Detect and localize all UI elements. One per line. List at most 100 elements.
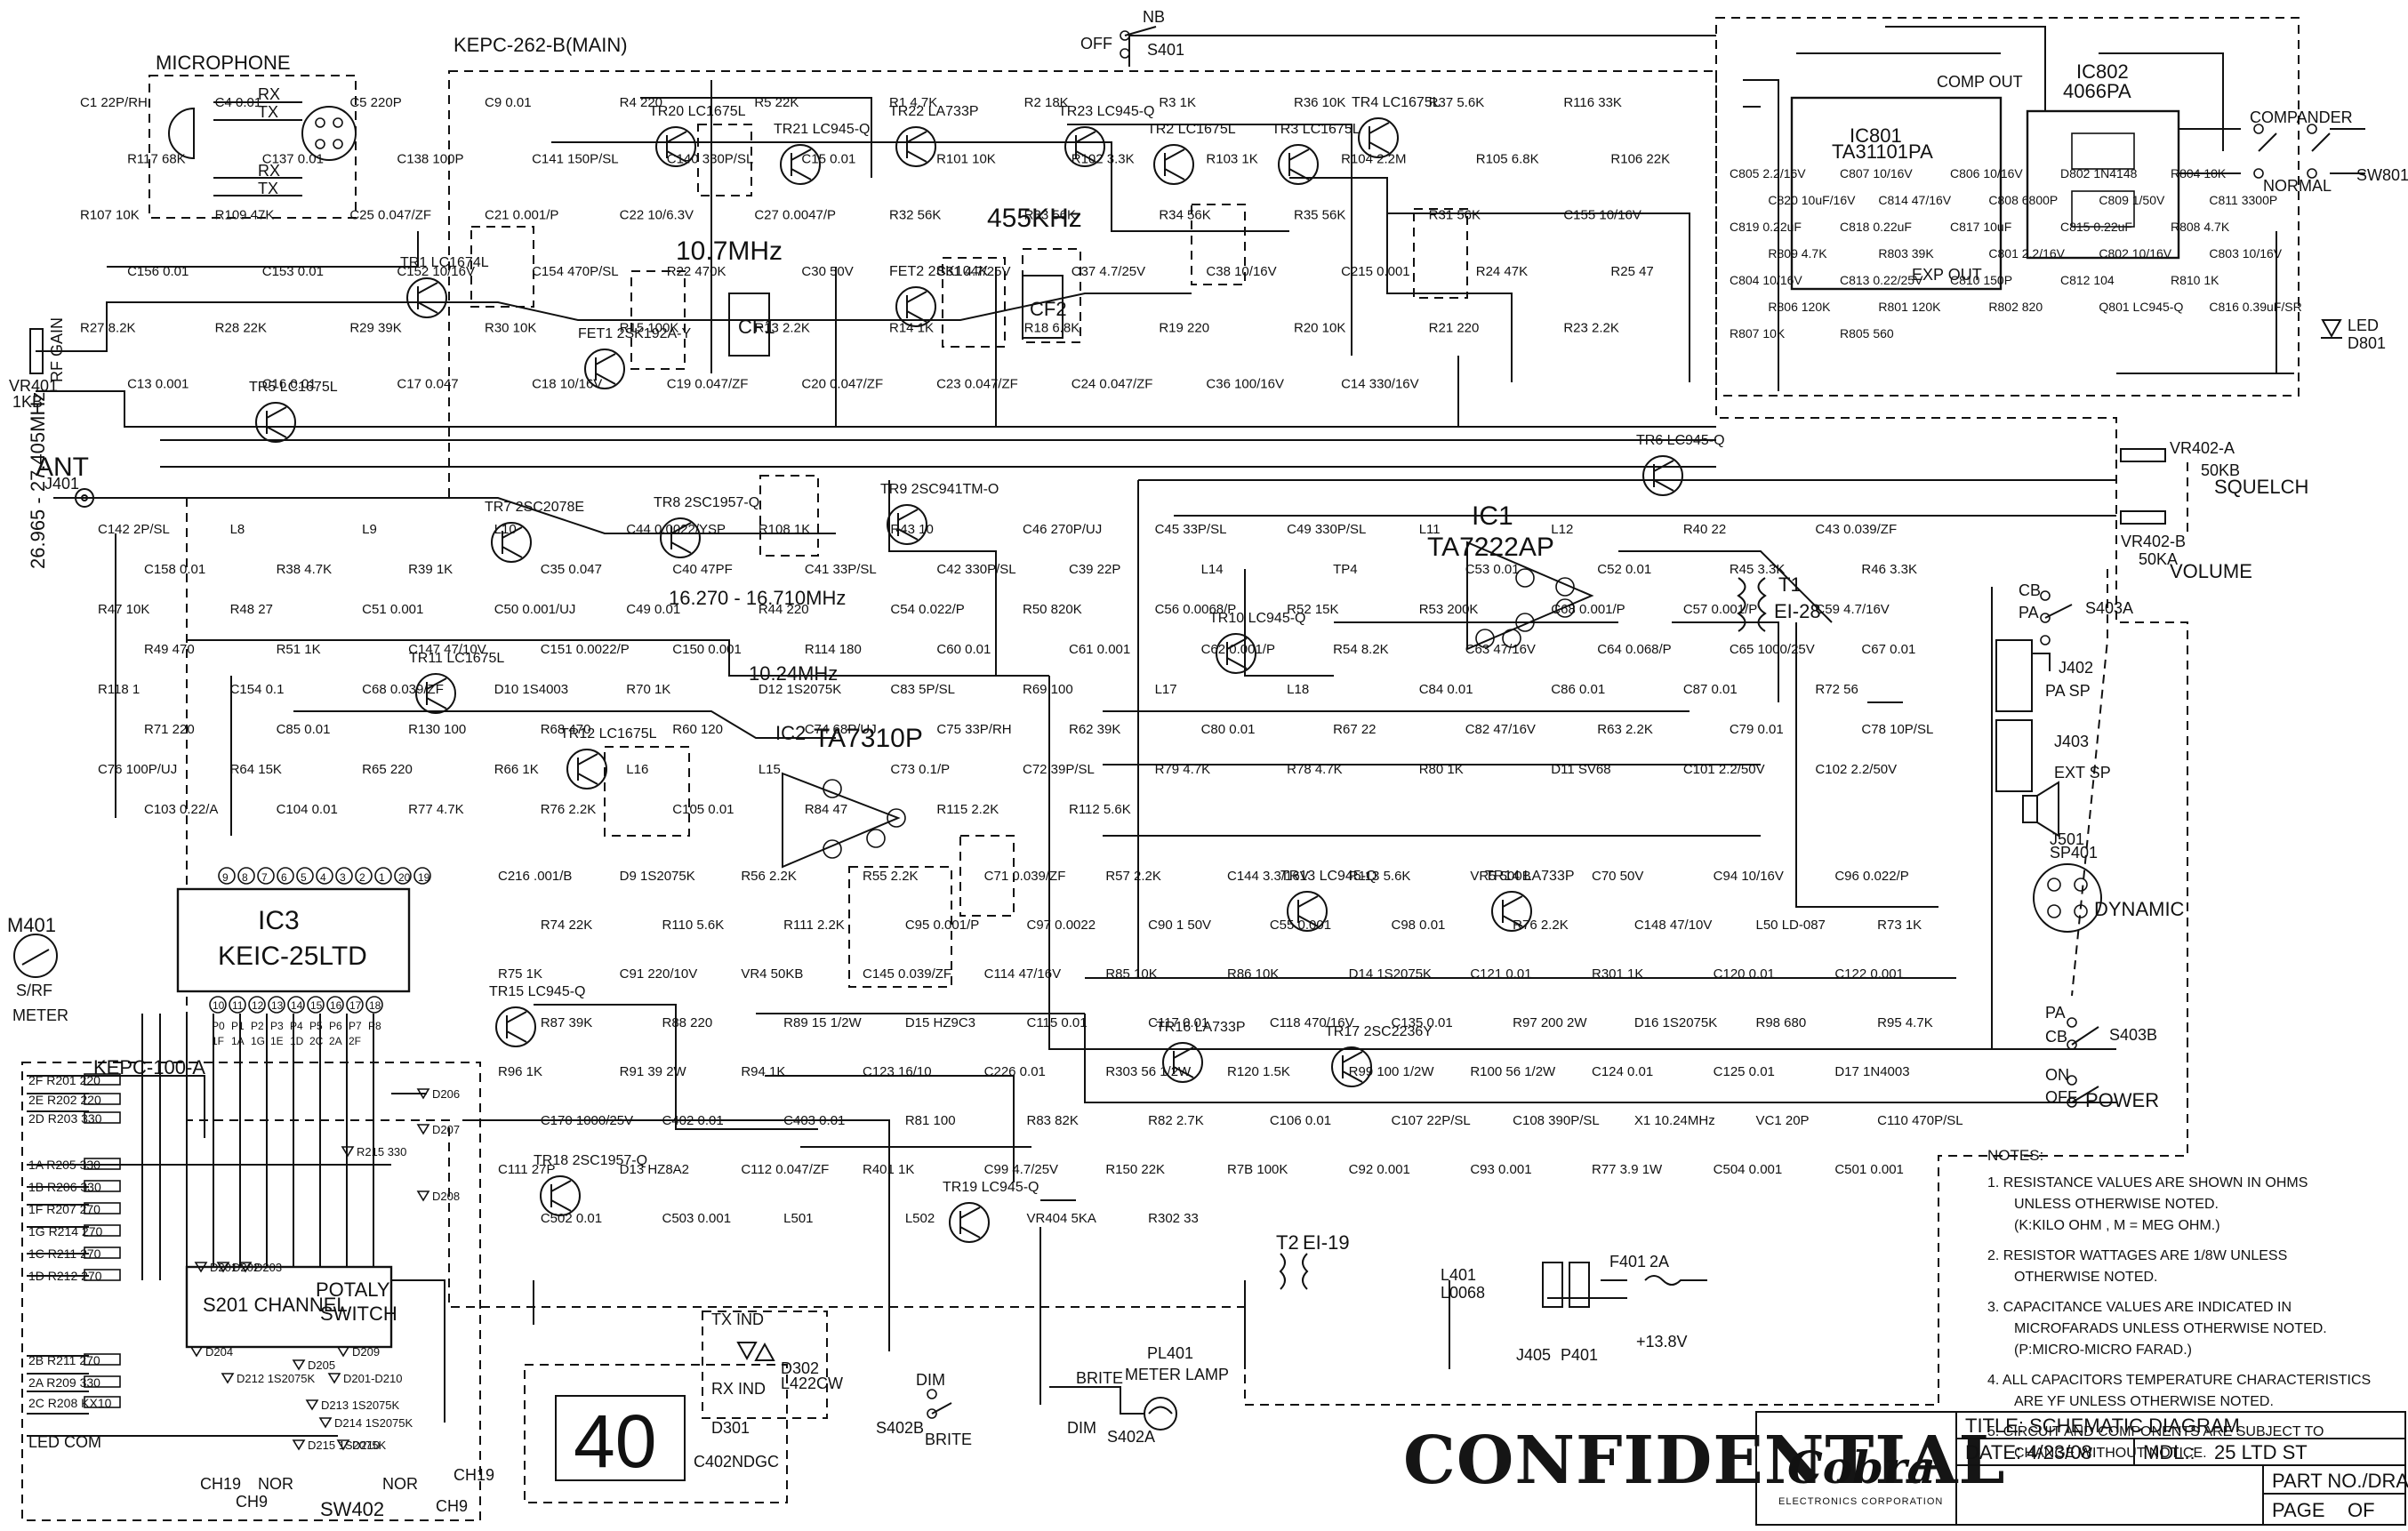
component-label: R39 1K bbox=[408, 562, 453, 577]
component-label: D9 1S2075K bbox=[620, 869, 695, 884]
ic3-pin bbox=[374, 867, 392, 885]
display-board-outline bbox=[524, 1364, 788, 1503]
component-label: C156 0.01 bbox=[127, 264, 189, 279]
component-label: R30 10K bbox=[485, 320, 536, 335]
component-label: C152 10/16V bbox=[397, 264, 475, 279]
component-label: C23 0.047/ZF bbox=[936, 377, 1018, 392]
component-label: C105 0.01 bbox=[672, 802, 734, 817]
component-label: C65 1000/25V bbox=[1730, 642, 1815, 657]
transistor-symbol bbox=[887, 504, 927, 545]
ic3-pin bbox=[355, 867, 373, 885]
svg-text:TX: TX bbox=[258, 103, 278, 121]
switch-row-label: 2E R202 220 bbox=[28, 1093, 101, 1107]
component-label: R809 4.7K bbox=[1768, 246, 1827, 261]
component-label: R1 4.7K bbox=[889, 95, 937, 110]
component-label: R5 22K bbox=[754, 95, 799, 110]
ic3-pin-number: 18 bbox=[369, 999, 381, 1012]
switch-diode-label: D213 1S2075K bbox=[321, 1399, 400, 1412]
component-label: C30 50V bbox=[801, 264, 853, 279]
ic3-pin-number: 5 bbox=[301, 871, 307, 884]
pa-sp-label: PA SP bbox=[2045, 682, 2091, 700]
ic3-pin-number: 14 bbox=[291, 999, 303, 1012]
s403b-cb-label: CB bbox=[2045, 1028, 2067, 1046]
component-label: R46 3.3K bbox=[1861, 562, 1917, 577]
component-label: R401 1K bbox=[863, 1162, 914, 1177]
component-label: R77 4.7K bbox=[408, 802, 464, 817]
component-label: R71 220 bbox=[144, 722, 195, 737]
note-line: MICROFARADS UNLESS OTHERWISE NOTED. bbox=[2014, 1321, 2327, 1336]
component-label: C91 220/10V bbox=[620, 966, 698, 982]
ic3-pin bbox=[316, 867, 333, 885]
switch-diode bbox=[416, 1088, 430, 1100]
transformer-t1: T1 EI-28 bbox=[1737, 573, 1821, 632]
component-label: C818 0.22uF bbox=[1840, 220, 1912, 234]
component-label: R14 1K bbox=[889, 320, 934, 335]
component-label: C21 0.001/P bbox=[485, 208, 558, 223]
component-label: R117 68K bbox=[127, 151, 186, 166]
ic3-pin bbox=[413, 867, 431, 885]
component-label: D15 HZ9C3 bbox=[905, 1015, 975, 1030]
ic3-pin-number: 4 bbox=[320, 871, 326, 884]
component-label: R81 100 bbox=[905, 1113, 956, 1128]
switch-row-label: 1G R214 270 bbox=[28, 1224, 102, 1238]
ext-sp-label: EXT SP bbox=[2054, 764, 2111, 782]
component-label: C68 0.001/P bbox=[1551, 602, 1625, 617]
note-line: 2. RESISTOR WATTAGES ARE 1/8W UNLESS bbox=[1987, 1248, 2287, 1263]
component-label: C117 0.01 bbox=[1148, 1015, 1208, 1030]
kepc100-label: KEPC-100-A bbox=[93, 1056, 205, 1078]
power-label: POWER bbox=[2085, 1089, 2159, 1111]
sp401-label: SP401 bbox=[2050, 844, 2098, 862]
ic801-symbol: IC801 TA31101PA EXP OUT COMP OUT bbox=[1790, 73, 2023, 291]
component-label: C150 0.001 bbox=[672, 642, 742, 657]
transistor-label: TR19 LC945-Q bbox=[943, 1180, 1039, 1195]
f401-value: 2A bbox=[1649, 1253, 1669, 1270]
ic3-pin-number: 19 bbox=[418, 871, 430, 884]
component-label: R65 220 bbox=[362, 762, 413, 777]
component-label: R19 220 bbox=[1159, 320, 1209, 335]
note-line: UNLESS OTHERWISE NOTED. bbox=[2014, 1197, 2219, 1212]
component-label: R103 1K bbox=[1206, 151, 1257, 166]
pa-speaker-jack: J402 PA SP bbox=[1995, 639, 2093, 712]
cf1-filter: CF1 bbox=[728, 293, 775, 357]
switch-resistor bbox=[84, 1224, 121, 1237]
transistor-symbol bbox=[895, 126, 936, 167]
component-label: C46 270P/UJ bbox=[1023, 522, 1102, 537]
comp-out-label: COMP OUT bbox=[1937, 73, 2023, 91]
component-label: C60 0.01 bbox=[936, 642, 991, 657]
freq-455: 455KHz bbox=[987, 204, 1082, 233]
component-label: C75 33P/RH bbox=[936, 722, 1011, 737]
component-label: C94 10/16V bbox=[1714, 869, 1784, 884]
component-label: C43 0.039/ZF bbox=[1815, 522, 1897, 537]
component-label: C78 10P/SL bbox=[1861, 722, 1933, 737]
component-label: R116 33K bbox=[1563, 95, 1622, 110]
j402-label: J402 bbox=[2059, 659, 2093, 677]
led-d801: LED D801 bbox=[2321, 317, 2386, 352]
ic3-pin-number: 2 bbox=[359, 871, 365, 884]
ic3-pin bbox=[326, 996, 344, 1014]
component-label: R43 10 bbox=[890, 522, 933, 537]
brite-a-label: BRITE bbox=[1076, 1369, 1123, 1387]
transistor-symbol bbox=[895, 286, 936, 327]
component-label: R84 47 bbox=[805, 802, 847, 817]
component-label: C44 0.0022/YSP bbox=[626, 522, 726, 537]
transistor-label: TR13 LC945-Q bbox=[1280, 869, 1377, 884]
ic3-pin bbox=[307, 996, 325, 1014]
component-label: L11 bbox=[1419, 522, 1441, 537]
squelch-label: SQUELCH bbox=[2214, 476, 2308, 498]
component-label: C141 150P/SL bbox=[532, 151, 619, 166]
transistor-label: TR18 2SC1957-Q bbox=[534, 1153, 647, 1168]
t1-label: T1 bbox=[1778, 573, 1802, 596]
component-label: D12 1S2075K bbox=[759, 682, 841, 697]
component-label: C5 220P bbox=[349, 95, 401, 110]
switch-resistor bbox=[84, 1180, 121, 1192]
ic3-pin bbox=[257, 867, 275, 885]
component-label: C54 0.022/P bbox=[890, 602, 964, 617]
dynamic-mic-jack: J501 DYNAMIC bbox=[2033, 830, 2185, 933]
vr402a-value: 50KB bbox=[2201, 461, 2240, 479]
squelch-pot: VR402-A 50KB SQUELCH bbox=[2120, 439, 2308, 498]
vr402b-label: VR402-B bbox=[2121, 533, 2186, 550]
led-board-outline bbox=[702, 1311, 828, 1419]
component-label: C226 0.01 bbox=[984, 1064, 1046, 1079]
component-label: C123 16/10 bbox=[863, 1064, 932, 1079]
